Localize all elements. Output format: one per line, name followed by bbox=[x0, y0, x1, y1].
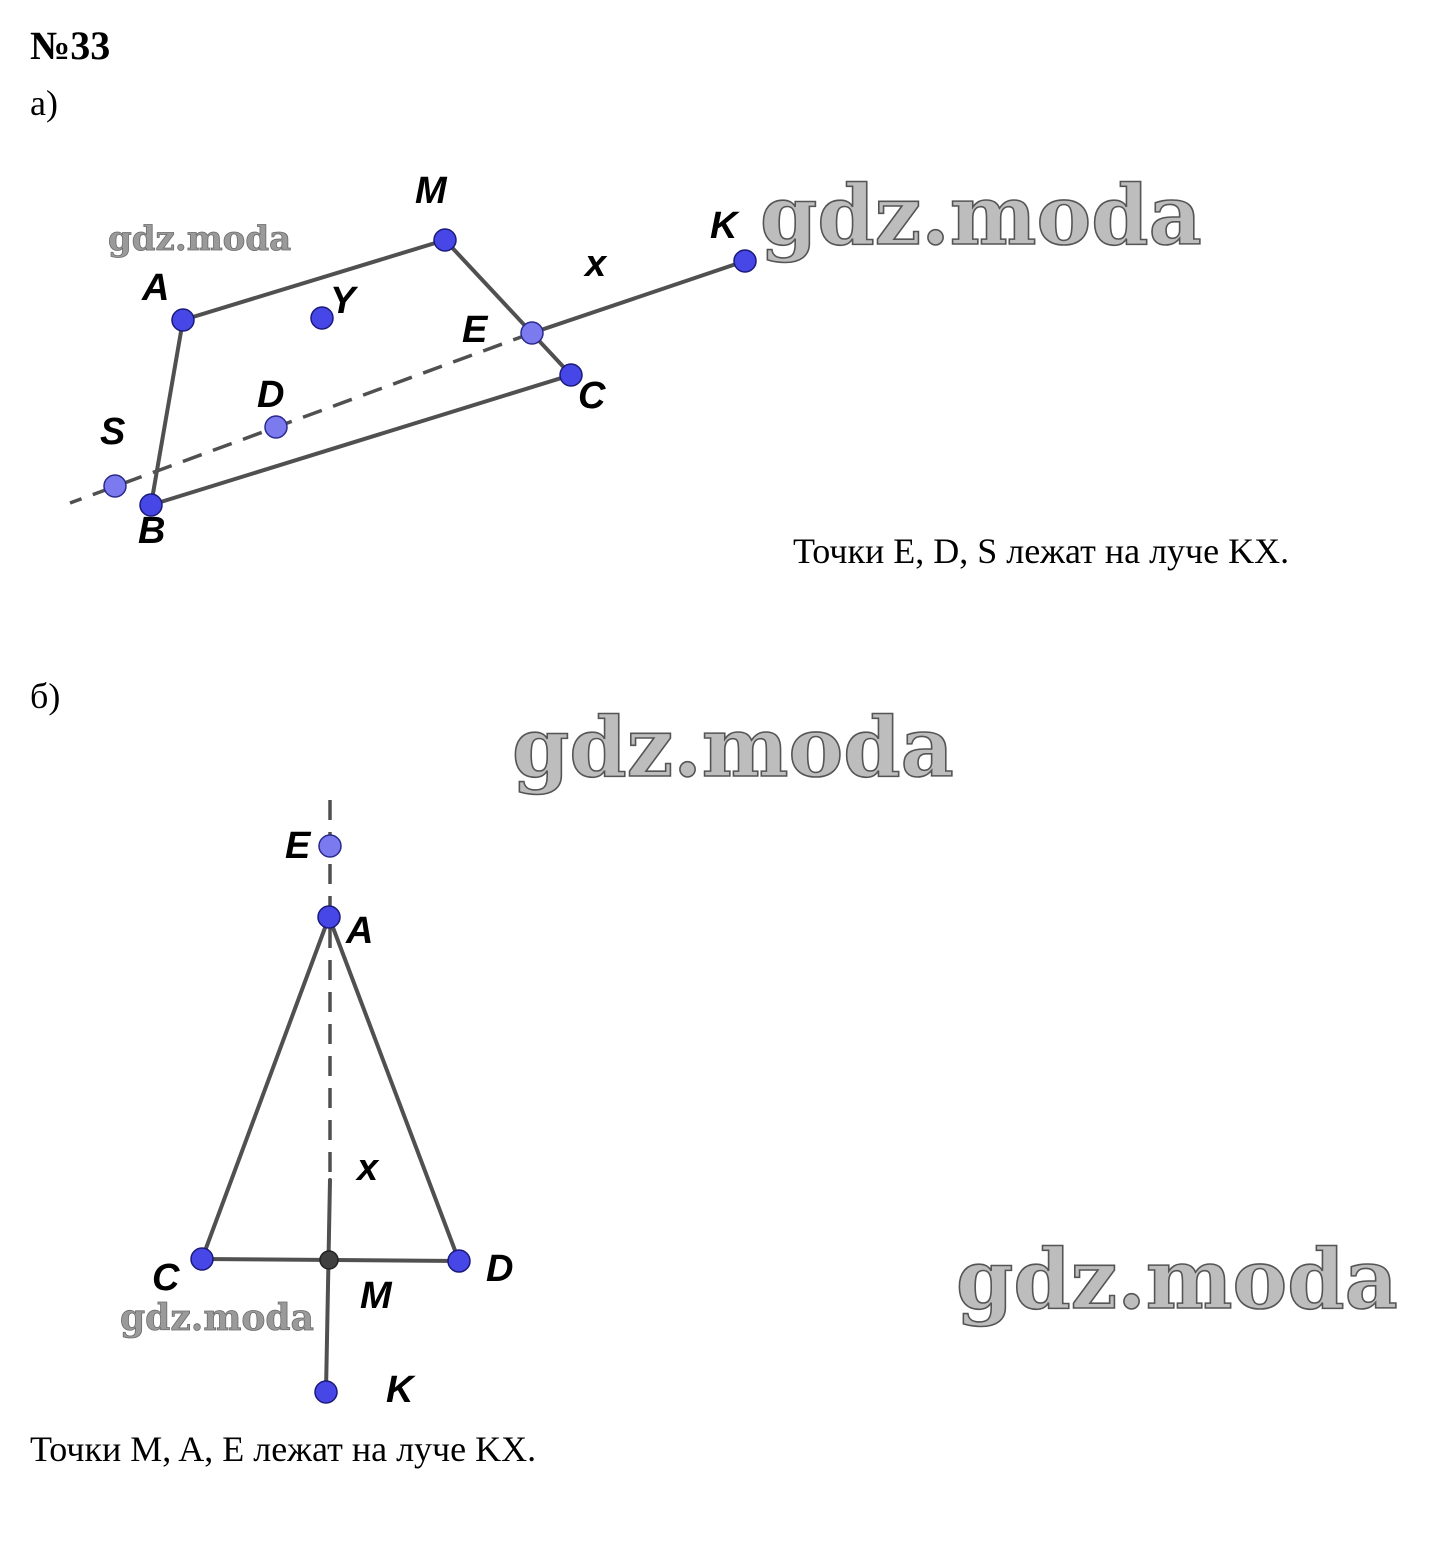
label-x: x bbox=[355, 1147, 380, 1189]
point-k bbox=[733, 249, 757, 273]
point-m bbox=[319, 1250, 339, 1270]
figure-a: M K x A Y E C D S B bbox=[69, 170, 757, 552]
label-m: M bbox=[415, 170, 448, 212]
part-b-caption: Точки M, A, E лежат на луче KX. bbox=[30, 1429, 537, 1469]
point-d bbox=[264, 415, 288, 439]
label-d: D bbox=[257, 374, 284, 416]
segment-ba bbox=[149, 318, 185, 507]
label-x: x bbox=[583, 243, 608, 285]
label-s: S bbox=[100, 411, 125, 453]
label-b: B bbox=[138, 510, 165, 552]
point-c bbox=[190, 1247, 214, 1271]
watermark-large-b2: gdz.moda bbox=[956, 1232, 1398, 1328]
point-a bbox=[317, 905, 341, 929]
watermark-large-a: gdz.moda bbox=[760, 168, 1202, 264]
watermark-small-a: gdz.moda bbox=[108, 219, 291, 259]
part-a-label: а) bbox=[30, 83, 58, 123]
label-c: C bbox=[152, 1257, 180, 1299]
ray-kx-solid bbox=[324, 1178, 332, 1394]
label-a: A bbox=[141, 267, 169, 309]
segment-mc bbox=[443, 238, 573, 377]
label-e: E bbox=[462, 309, 489, 351]
label-a: A bbox=[345, 910, 373, 952]
ray-kx-solid bbox=[530, 259, 747, 335]
label-k: K bbox=[386, 1369, 416, 1411]
point-k bbox=[314, 1380, 338, 1404]
point-e bbox=[318, 834, 342, 858]
label-y: Y bbox=[330, 280, 359, 322]
problem-number: №33 bbox=[30, 23, 111, 68]
label-k: K bbox=[710, 205, 740, 247]
point-b bbox=[139, 493, 163, 517]
watermark-large-b1: gdz.moda bbox=[512, 700, 954, 796]
label-c: C bbox=[578, 375, 606, 417]
segment-cb bbox=[149, 373, 573, 507]
point-d bbox=[447, 1249, 471, 1273]
part-b-label: б) bbox=[30, 676, 61, 716]
label-e: E bbox=[285, 825, 312, 867]
point-y bbox=[310, 306, 334, 330]
ray-kx-dashed bbox=[69, 331, 533, 505]
point-s bbox=[103, 474, 127, 498]
point-e bbox=[520, 321, 544, 345]
segment-ad bbox=[327, 915, 461, 1263]
segment-ac bbox=[200, 915, 331, 1261]
segment-am bbox=[181, 238, 447, 322]
label-d: D bbox=[486, 1248, 513, 1290]
point-c bbox=[559, 363, 583, 387]
part-a-caption: Точки E, D, S лежат на луче KX. bbox=[793, 531, 1290, 571]
watermark-small-b: gdz.moda bbox=[120, 1297, 314, 1339]
point-a bbox=[171, 308, 195, 332]
label-m: M bbox=[360, 1275, 393, 1317]
point-m bbox=[433, 228, 457, 252]
figure-b: E A x C D M K bbox=[152, 800, 513, 1411]
